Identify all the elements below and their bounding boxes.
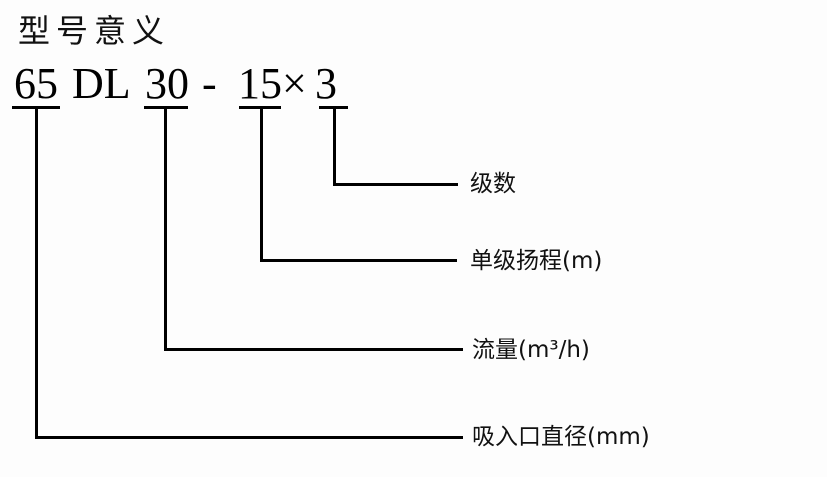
- code-stages: 3: [315, 59, 337, 108]
- leader-stages-horizontal: [333, 183, 458, 186]
- label-head: 单级扬程(m): [470, 248, 603, 274]
- leader-flow-vertical: [164, 107, 167, 351]
- code-dash: -: [202, 59, 217, 108]
- label-flow: 流量(m³/h): [472, 337, 590, 363]
- leader-flow-horizontal: [164, 348, 463, 351]
- label-inlet-diameter: 吸入口直径(mm): [472, 424, 650, 450]
- leader-inlet-horizontal: [35, 436, 463, 439]
- code-head: 15: [238, 59, 282, 108]
- leader-inlet-vertical: [35, 107, 38, 439]
- label-stages: 级数: [470, 171, 516, 197]
- leader-head-vertical: [260, 107, 263, 262]
- code-inlet-diameter: 65: [14, 59, 58, 108]
- leader-head-horizontal: [260, 259, 457, 262]
- diagram-title: 型号意义: [18, 12, 171, 50]
- leader-stages-vertical: [333, 107, 336, 186]
- code-times: ×: [282, 59, 307, 108]
- code-flow: 30: [145, 59, 189, 108]
- code-pump-type: DL: [72, 59, 131, 108]
